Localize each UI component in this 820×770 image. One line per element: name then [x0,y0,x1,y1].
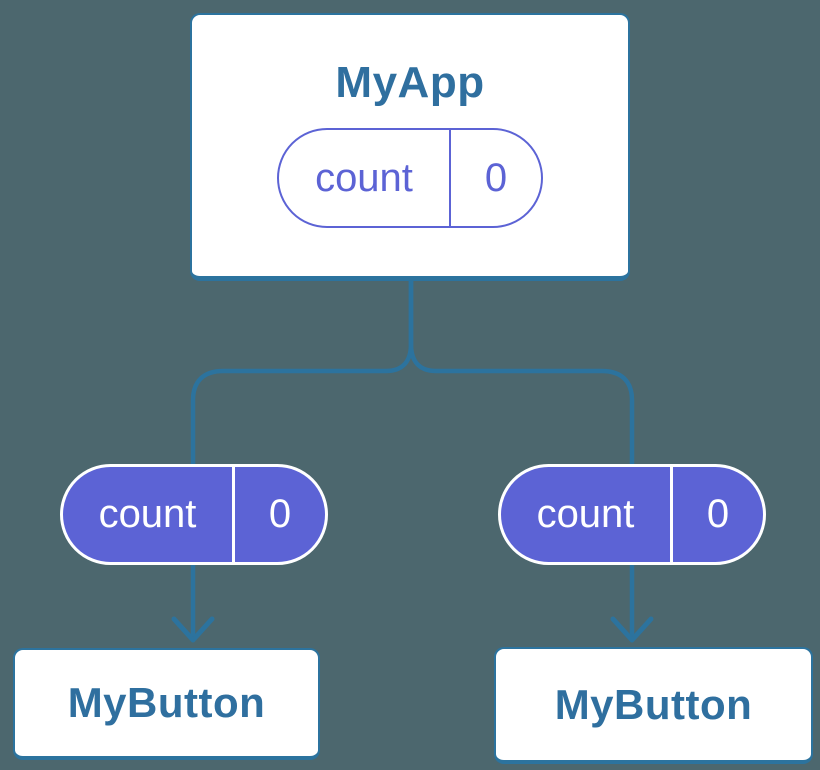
node-mybutton-left: MyButton [13,648,320,760]
branch-connector-right [408,277,635,466]
arrow-down-icon [171,616,215,643]
node-title: MyButton [67,679,266,726]
node-title: MyApp [335,58,485,107]
node-title: MyButton [554,680,753,728]
state-value: 0 [449,130,541,226]
node-myapp: MyApp count 0 [190,13,630,281]
state-name: count [315,155,413,200]
branch-connector-left [190,277,414,466]
prop-name: count [98,492,197,536]
prop-value: 0 [232,467,325,562]
arrow-down-icon [610,616,654,643]
prop-pill-right: count 0 [498,464,766,565]
node-mybutton-right: MyButton [494,647,813,764]
prop-value: 0 [670,467,763,562]
state-pill-myapp: count 0 [277,128,543,228]
prop-pill-left: count 0 [60,464,328,565]
prop-name: count [536,492,635,536]
